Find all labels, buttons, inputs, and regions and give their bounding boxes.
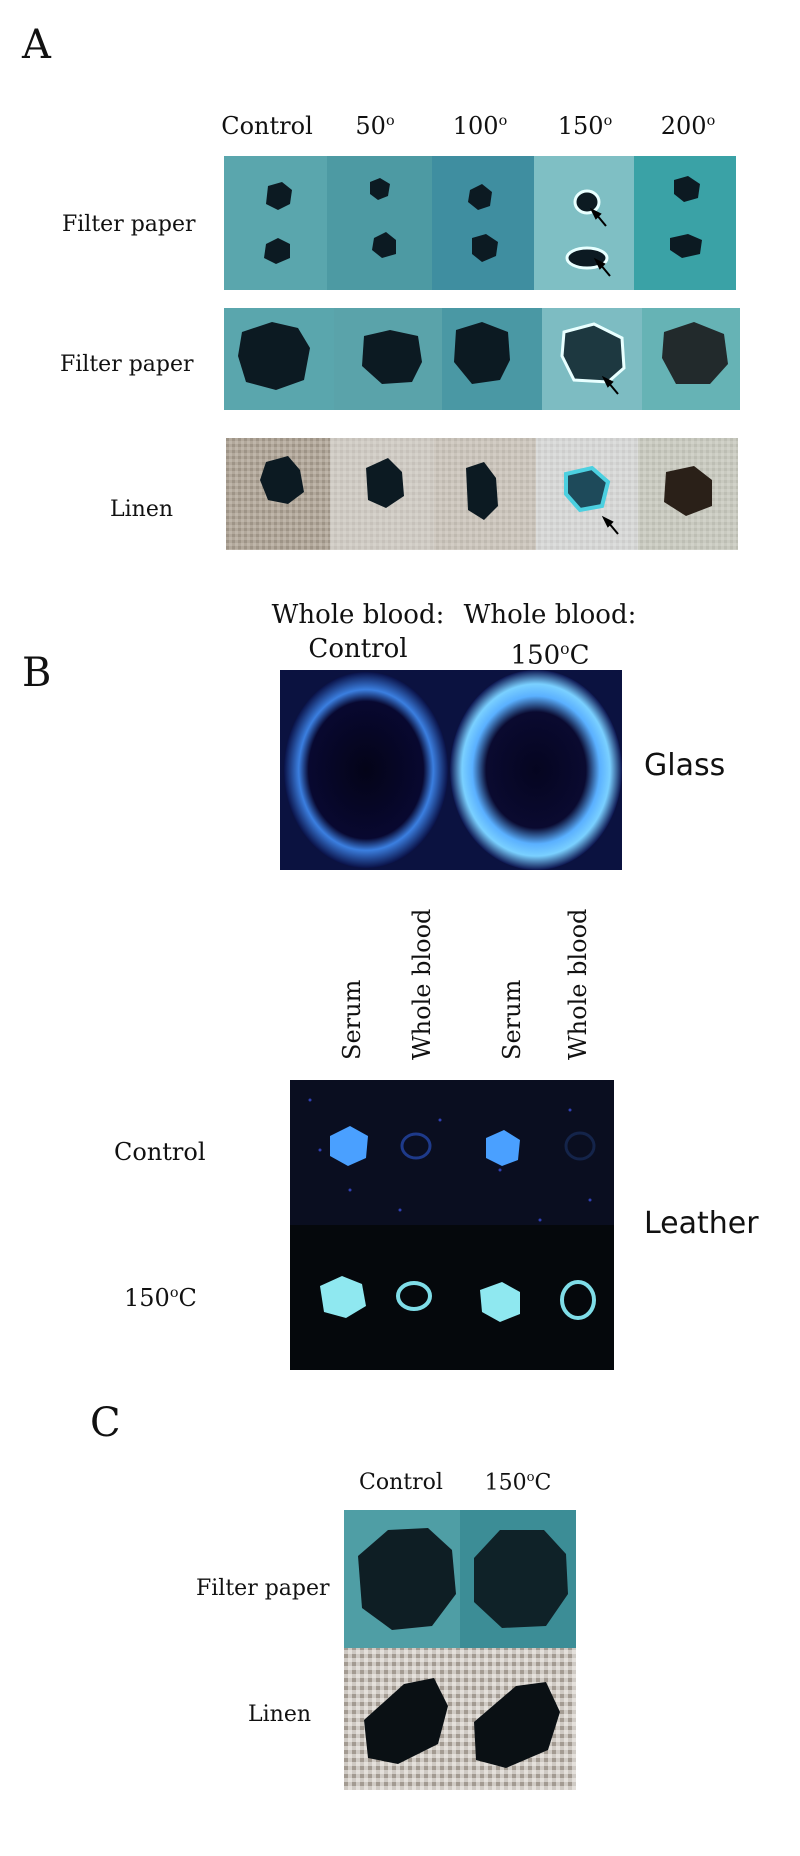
col-header-50: 50o: [355, 112, 395, 140]
panel-c-letter: C: [90, 1400, 121, 1446]
arrow-icon: [601, 515, 619, 535]
control-whole-blood-1: [400, 1132, 432, 1160]
leather-col-whole-blood-2: Whole blood: [564, 908, 592, 1060]
150-serum-1: [320, 1276, 366, 1318]
tile-control: [224, 156, 327, 290]
row-label-linen: Linen: [110, 497, 174, 522]
c-stain-linen-150: [474, 1682, 560, 1768]
panel-b-letter: B: [22, 650, 52, 696]
tile-200: [634, 156, 736, 290]
glass-label: Glass: [644, 748, 726, 783]
filter-paper-row-2-image: [224, 308, 740, 410]
c-stain-linen-control: [364, 1678, 448, 1764]
speckles: [308, 1098, 592, 1222]
c-stain-paper-150: [474, 1530, 568, 1628]
c-stain-paper-control: [358, 1528, 456, 1630]
col-header-100: 100o: [452, 112, 508, 140]
control-serum-2: [486, 1130, 520, 1166]
glass-header-control: Whole blood: Control: [271, 600, 445, 664]
leather-label: Leather: [644, 1206, 759, 1241]
tile-150: [534, 156, 634, 290]
arrow-icon: [601, 375, 619, 395]
c-row-linen: Linen: [248, 1702, 312, 1727]
leather-image: [290, 1080, 614, 1370]
150-whole-blood-2: [560, 1280, 596, 1320]
stains: [264, 176, 702, 270]
control-whole-blood-2: [564, 1131, 596, 1161]
leather-row-control: Control: [114, 1138, 206, 1166]
col-header-150: 150o: [557, 112, 613, 140]
tile-50: [327, 156, 432, 290]
glass-header-150: Whole blood: 150oC: [463, 600, 637, 671]
panel-c-image: [344, 1510, 576, 1790]
filter-paper-row-1-image: [224, 156, 736, 290]
c-row-filter-paper: Filter paper: [196, 1576, 330, 1601]
leather-col-serum-2: Serum: [498, 979, 526, 1060]
glass-image: [280, 670, 622, 870]
leather-row-150: 150oC: [124, 1284, 197, 1312]
row-label-filter-paper-2: Filter paper: [60, 352, 194, 377]
glass-150-stain: [450, 670, 622, 870]
arrow-icons: [589, 207, 611, 277]
c-col-control: Control: [359, 1470, 443, 1495]
150-whole-blood-1: [396, 1281, 432, 1311]
panel-a-letter: A: [22, 22, 51, 68]
linen-row-image: [226, 438, 738, 550]
row-label-filter-paper-1: Filter paper: [62, 212, 196, 237]
control-serum-1: [330, 1126, 368, 1166]
col-header-control: Control: [221, 112, 313, 140]
leather-col-serum-1: Serum: [338, 979, 366, 1060]
col-header-200: 200o: [660, 112, 716, 140]
glass-control-stain: [284, 672, 448, 868]
stains: [260, 456, 712, 520]
stains: [238, 322, 728, 390]
leather-col-whole-blood-1: Whole blood: [408, 908, 436, 1060]
150-serum-2: [480, 1282, 520, 1322]
tile-100: [432, 156, 534, 290]
c-col-150: 150oC: [484, 1470, 552, 1496]
